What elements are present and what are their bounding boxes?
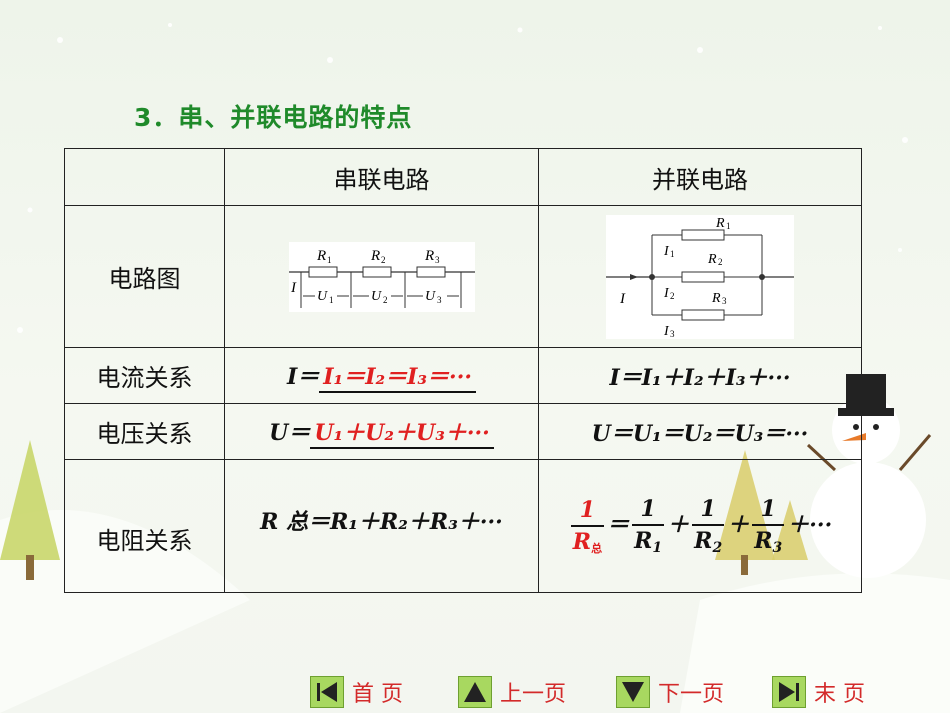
parallel-voltage-cell: U＝U₁＝U₂＝U₃＝··· [538,403,862,460]
series-resistance-cell: R 总＝R₁＋R₂＋R₃＋··· [224,459,539,593]
label-r3: R [424,248,434,264]
series-resistance-formula: R 总＝R₁＋R₂＋R₃＋··· [260,509,503,535]
circuit-comparison-table: 串联电路 并联电路 电路图 R 1 R 2 R 3 I U [64,148,862,593]
frac-lhs-den: R [572,528,592,555]
sub-r3: 3 [435,255,440,265]
plus-2: ＋ [727,512,750,538]
corner-cell [64,148,225,206]
first-page-icon [310,676,344,708]
frac-r3-sub: 3 [772,540,783,556]
row-label-resistance: 电阻关系 [64,459,225,593]
frac-r1-sub: 1 [652,540,663,556]
plus-1: ＋ [667,512,690,538]
equals-sign: ＝ [607,512,630,538]
tail-ellipsis: ＋··· [787,512,833,538]
frac-r1-den: R [634,528,653,554]
sub-r1: 1 [327,255,332,265]
p-label-i3: I [663,324,670,339]
frac-r3-num: 1 [760,496,776,522]
row-label-voltage: 电压关系 [64,403,225,460]
frac-lhs: 1 R总 [570,496,605,556]
row-label-diagram: 电路图 [64,205,225,348]
p-sub-i3: 3 [670,329,675,339]
p-label-i: I [619,291,626,307]
sub-r2: 2 [381,255,386,265]
frac-r2-num: 1 [700,496,716,522]
series-current-cell: I＝I₁＝I₂＝I₃＝··· [224,347,539,404]
header-parallel: 并联电路 [538,148,862,206]
frac-r2-sub: 2 [712,540,723,556]
parallel-voltage-formula: U＝U₁＝U₂＝U₃＝··· [591,420,809,447]
label-u2: U [371,289,382,304]
parallel-current-formula: I＝I₁＋I₂＋I₃＋··· [609,364,791,391]
frac-r2: 1 R2 [692,496,725,556]
p-label-i1: I [663,244,670,259]
p-sub-r2: 2 [718,257,723,267]
label-u3: U [425,289,436,304]
label-r2: R [370,248,380,264]
series-diagram-cell: R 1 R 2 R 3 I U 1 U 2 U 3 [224,205,539,348]
frac-r3-den: R [754,528,773,554]
p-label-r3: R [711,291,721,306]
sub-u3: 3 [437,295,442,305]
label-i: I [290,280,297,296]
series-voltage-cell: U＝U₁＋U₂＋U₃＋··· [224,403,539,460]
section-title: 3．串、并联电路的特点 [134,103,413,132]
nav-next-label: 下一页 [658,682,725,707]
nav-next-page[interactable]: 下一页 [616,676,724,708]
series-voltage-answer: U₁＋U₂＋U₃＋··· [310,415,494,449]
frac-r3: 1 R3 [752,496,785,556]
p-label-r1: R [715,216,725,231]
frac-r2-den: R [694,528,713,554]
sub-u2: 2 [383,295,388,305]
series-current-prefix: I＝ [286,363,320,390]
nav-first-label: 首 页 [352,682,403,707]
series-voltage-prefix: U＝ [269,419,311,446]
p-sub-r3: 3 [722,296,727,306]
frac-r1-num: 1 [640,496,656,522]
frac-r1: 1 R1 [632,496,665,556]
p-label-r2: R [707,252,717,267]
label-r1: R [316,248,326,264]
nav-prev-label: 上一页 [500,682,567,707]
frac-lhs-den-sub: 总 [591,541,603,555]
nav-prev-page[interactable]: 上一页 [458,676,566,708]
parallel-circuit-diagram: R 1 R 2 R 3 I 1 I 2 I 3 I [606,214,794,339]
nav-last-page[interactable]: 末 页 [772,676,865,708]
nav-last-label: 末 页 [814,682,865,707]
tree-left [0,440,60,580]
frac-lhs-num: 1 [579,496,596,523]
parallel-resistance-cell: 1 R总 ＝ 1 R1 ＋ 1 R2 ＋ 1 R3 ＋··· [538,459,862,593]
label-u1: U [317,289,328,304]
parallel-current-cell: I＝I₁＋I₂＋I₃＋··· [538,347,862,404]
p-sub-i2: 2 [670,291,675,301]
nav-first-page[interactable]: 首 页 [310,676,403,708]
series-circuit-diagram: R 1 R 2 R 3 I U 1 U 2 U 3 [288,241,475,312]
header-series: 串联电路 [224,148,539,206]
row-label-current: 电流关系 [64,347,225,404]
series-current-answer: I₁＝I₂＝I₃＝··· [319,359,477,393]
p-label-i2: I [663,286,670,301]
down-arrow-icon [616,676,650,708]
parallel-diagram-cell: R 1 R 2 R 3 I 1 I 2 I 3 I [538,205,862,348]
sub-u1: 1 [329,295,334,305]
p-sub-i1: 1 [670,249,675,259]
up-arrow-icon [458,676,492,708]
last-page-icon [772,676,806,708]
p-sub-r1: 1 [726,221,731,231]
